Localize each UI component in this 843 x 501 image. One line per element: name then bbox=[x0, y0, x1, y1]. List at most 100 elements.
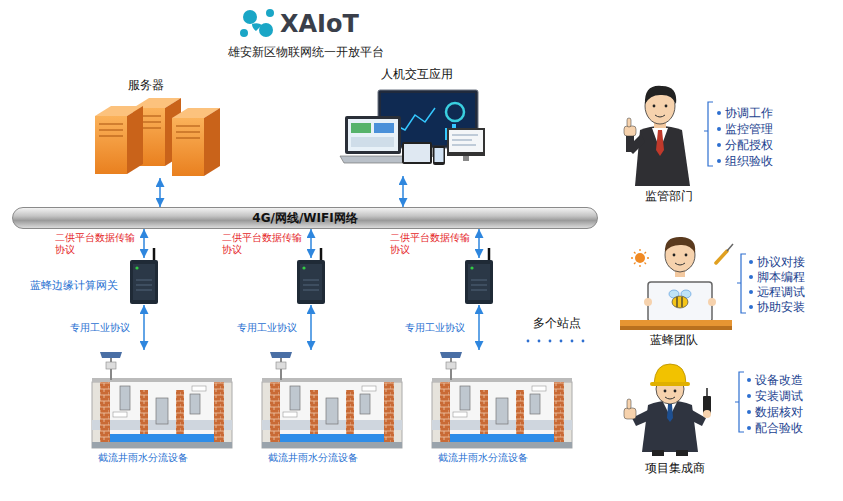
screen-icons bbox=[447, 128, 485, 156]
screen-icons bbox=[345, 116, 401, 154]
role-name: 监管部门 bbox=[645, 189, 717, 204]
gateway-icons bbox=[130, 260, 158, 304]
edge-gateway bbox=[465, 258, 493, 305]
more-dots bbox=[527, 340, 530, 343]
integrator-figure bbox=[667, 404, 673, 422]
logo-icon bbox=[252, 23, 262, 31]
rainwater-device: 截流井雨水分流设备 bbox=[262, 350, 402, 466]
edge-label: 专用工业协议 bbox=[70, 321, 132, 334]
server-icons bbox=[95, 98, 220, 176]
integrator-figure bbox=[627, 399, 631, 409]
server-icons bbox=[172, 118, 204, 176]
logo-icon bbox=[266, 9, 274, 17]
gateway-icons bbox=[133, 264, 155, 300]
supervisor-figure bbox=[635, 126, 690, 186]
bullet-dot bbox=[747, 394, 751, 398]
gateway-icons bbox=[153, 248, 156, 260]
screen-icons bbox=[449, 130, 483, 152]
supervisor-figure bbox=[655, 115, 665, 117]
list-item: 分配授权 bbox=[725, 138, 785, 152]
bullet-dot bbox=[717, 111, 721, 115]
bullet-dot bbox=[749, 275, 753, 279]
gateway-icons bbox=[300, 264, 322, 300]
node-label: 4G/网线/WIFI网络 bbox=[13, 208, 597, 228]
edge-label: 专用工业协议 bbox=[405, 321, 467, 334]
team-figure bbox=[672, 296, 688, 308]
supervisor-figure bbox=[624, 86, 690, 186]
list-item: 脚本编程 bbox=[757, 270, 817, 284]
bullet-dot bbox=[717, 159, 721, 163]
screen-icons bbox=[435, 148, 444, 162]
gateway-icons bbox=[471, 280, 487, 290]
more-dots bbox=[527, 340, 585, 343]
team-figure bbox=[677, 297, 682, 307]
integrator-figure bbox=[654, 364, 686, 384]
more-dots bbox=[549, 340, 552, 343]
node-label: 截流井雨水分流设备 bbox=[268, 451, 384, 464]
team-figure bbox=[675, 263, 685, 265]
role-group: 蓝蜂团队协议对接脚本编程远程调试协助安装 bbox=[615, 225, 835, 350]
bullet-dot bbox=[717, 143, 721, 147]
logo-icon bbox=[240, 9, 274, 37]
connector-arrow bbox=[143, 229, 145, 258]
list-item: 协议对接 bbox=[757, 255, 817, 269]
more-dots bbox=[538, 340, 541, 343]
bullet-dot bbox=[749, 290, 753, 294]
network-band: 4G/网线/WIFI网络 bbox=[12, 207, 598, 229]
screen-icons bbox=[452, 135, 478, 145]
connector-arrow bbox=[402, 176, 404, 207]
team-figure bbox=[620, 326, 732, 330]
integrator-figure bbox=[624, 408, 636, 419]
more-dots bbox=[582, 340, 585, 343]
edge-label: 二供平台数据传输协议 bbox=[390, 232, 474, 256]
bracket bbox=[737, 254, 746, 313]
app-group: 人机交互应用 bbox=[345, 67, 485, 176]
supervisor-figure bbox=[624, 126, 636, 136]
connector-arrow bbox=[478, 305, 480, 350]
screen-icons bbox=[463, 156, 469, 161]
bracket bbox=[704, 102, 713, 166]
gateway-icons bbox=[465, 260, 493, 304]
list-item: 安装调试 bbox=[755, 389, 815, 403]
wells bbox=[92, 352, 232, 448]
supervisor-figure bbox=[626, 134, 634, 152]
team-figure bbox=[685, 254, 688, 257]
screen-icons bbox=[351, 123, 371, 133]
connector-arrow bbox=[159, 178, 161, 207]
team-figure bbox=[673, 254, 676, 257]
list-item: 监控管理 bbox=[725, 122, 785, 136]
node-label: 截流井雨水分流设备 bbox=[438, 451, 554, 464]
gateway-icons bbox=[297, 260, 325, 304]
server-group: 服务器 bbox=[90, 78, 220, 178]
integrator-figure bbox=[642, 401, 698, 453]
bullet-dot bbox=[747, 410, 751, 414]
node-label: 蓝蜂边缘计算网关 bbox=[30, 279, 124, 293]
edge-label: 二供平台数据传输协议 bbox=[222, 232, 306, 256]
list-item: 组织验收 bbox=[725, 154, 785, 168]
integrator-figure bbox=[665, 397, 675, 399]
gateway-icons bbox=[303, 280, 319, 290]
more-dots bbox=[560, 340, 563, 343]
integrator-figure bbox=[703, 410, 711, 418]
note-label: 多个站点 bbox=[533, 316, 593, 331]
list-item: 数据核对 bbox=[755, 405, 815, 419]
bullet-dot bbox=[749, 260, 753, 264]
logo-icon bbox=[243, 10, 257, 24]
role-group: 监管部门 协调工作监控管理分配授权组织验收 bbox=[620, 85, 835, 205]
screen-icons bbox=[374, 123, 394, 133]
rainwater-device: 截流井雨水分流设备 bbox=[432, 350, 572, 466]
bullet-dot bbox=[717, 127, 721, 131]
integrator-figure bbox=[706, 388, 708, 396]
list-item: 配合验收 bbox=[755, 421, 815, 435]
gateway-icons bbox=[135, 266, 138, 269]
list-item: 协调工作 bbox=[725, 106, 785, 120]
screen-icons bbox=[446, 103, 464, 121]
server-icons bbox=[95, 116, 127, 174]
team-figure bbox=[665, 237, 695, 253]
screen-icons bbox=[351, 137, 394, 147]
wells bbox=[432, 352, 572, 448]
gateway-icons bbox=[470, 266, 473, 269]
team-figure bbox=[716, 251, 727, 263]
bullet-dot bbox=[747, 426, 751, 430]
